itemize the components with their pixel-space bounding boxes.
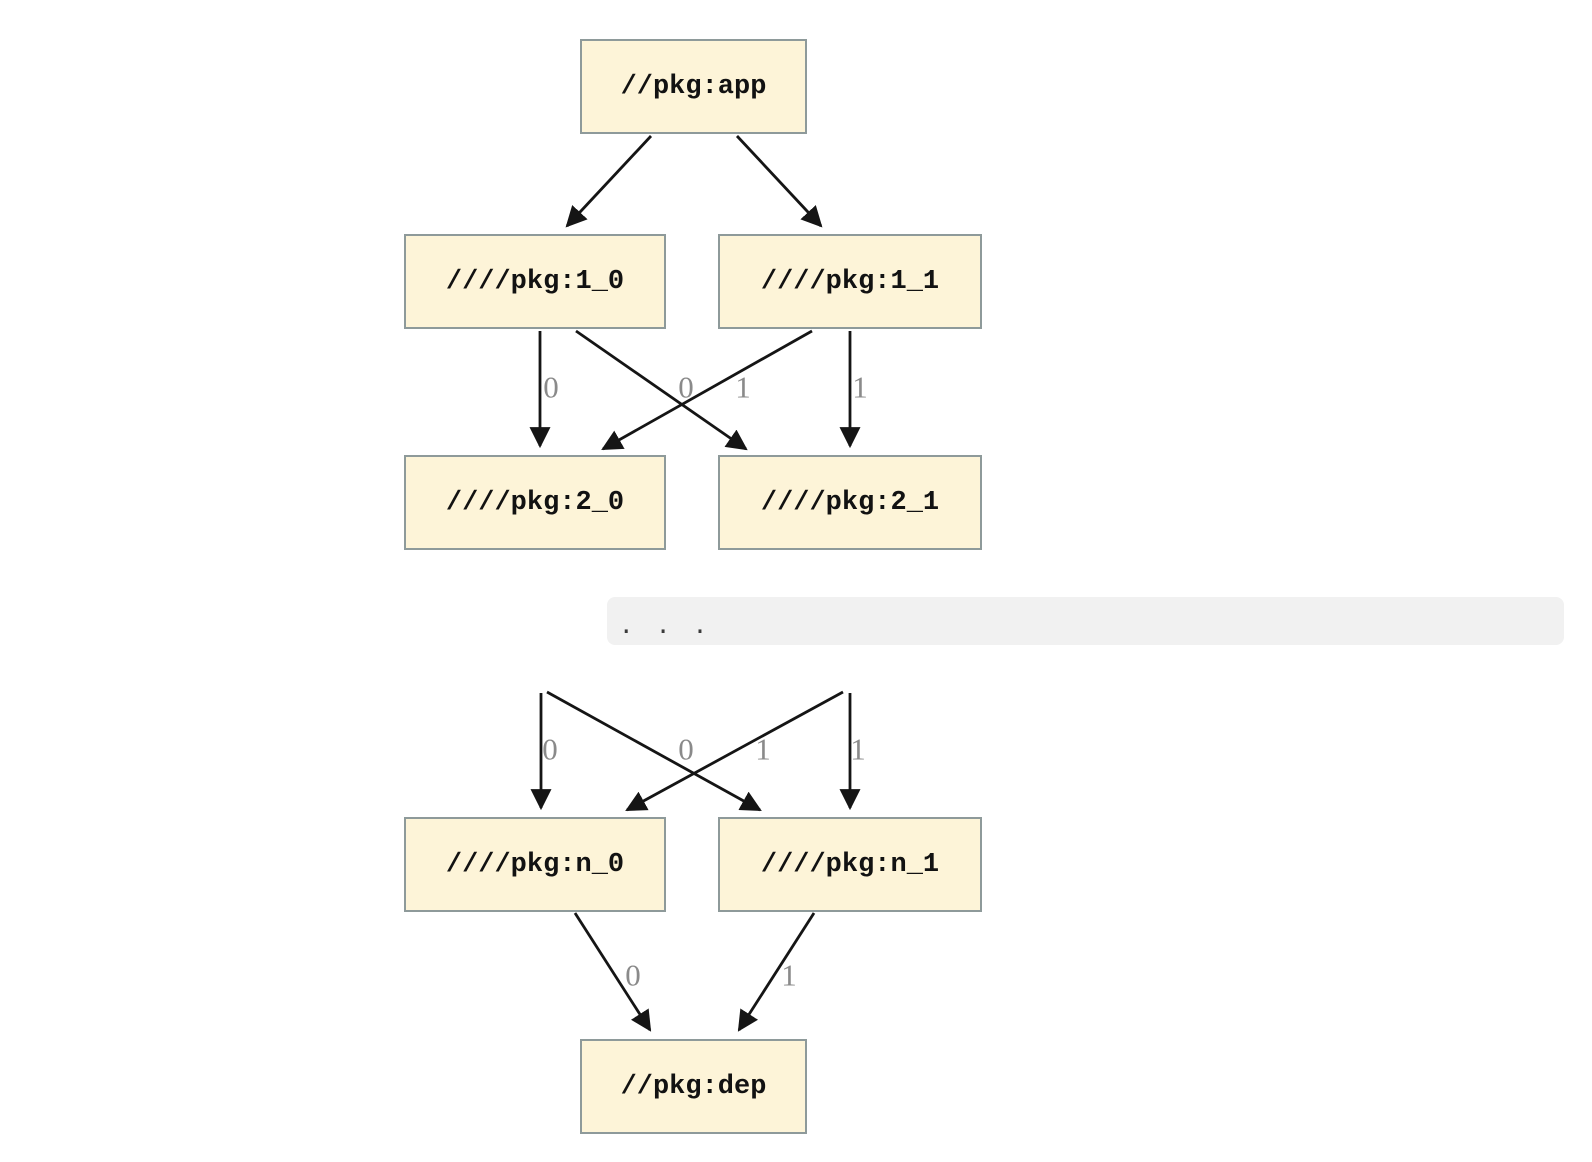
- edge-label-elided-n_1-cross: 1: [755, 731, 771, 767]
- edge-label-1_0-2_1: 1: [735, 369, 751, 405]
- node-label: //pkg:app: [620, 71, 767, 102]
- edge-app-to-1_0: [565, 135, 653, 228]
- edge-label-n_0-dep: 0: [625, 957, 641, 993]
- edge-app-to-1_1: [735, 135, 823, 228]
- edge-label-1_1-2_1: 1: [852, 369, 868, 405]
- node-label: ////pkg:2_1: [760, 487, 940, 518]
- node-pkg-app: //pkg:app: [580, 39, 807, 134]
- node-pkg-2_0: ////pkg:2_0: [404, 455, 666, 550]
- edge-label-n_1-dep: 1: [781, 957, 797, 993]
- node-pkg-2_1: ////pkg:2_1: [718, 455, 982, 550]
- edge-label-elided-n_0-straight: 0: [542, 731, 558, 767]
- node-label: //pkg:dep: [620, 1071, 767, 1102]
- node-label: ////pkg:n_0: [445, 849, 625, 880]
- edge-elided-to-n_1-cross: [546, 690, 762, 812]
- edge-n_1-to-dep: [737, 912, 816, 1032]
- node-pkg-n_1: ////pkg:n_1: [718, 817, 982, 912]
- node-label: ////pkg:1_0: [445, 266, 625, 297]
- ellipsis-text: . . .: [619, 611, 712, 639]
- node-pkg-1_1: ////pkg:1_1: [718, 234, 982, 329]
- elided-rows-code-block: . . .: [607, 597, 1564, 645]
- edge-label-elided-n_1-straight: 1: [850, 731, 866, 767]
- node-label: ////pkg:2_0: [445, 487, 625, 518]
- edge-n_0-to-dep: [573, 912, 652, 1032]
- node-label: ////pkg:n_1: [760, 849, 940, 880]
- edge-label-1_0-2_0: 0: [543, 369, 559, 405]
- node-pkg-n_0: ////pkg:n_0: [404, 817, 666, 912]
- edge-label-1_1-2_0: 0: [678, 369, 694, 405]
- node-pkg-1_0: ////pkg:1_0: [404, 234, 666, 329]
- node-label: ////pkg:1_1: [760, 266, 940, 297]
- edge-1_1-to-2_0: [601, 329, 813, 451]
- node-pkg-dep: //pkg:dep: [580, 1039, 807, 1134]
- edge-1_0-to-2_1: [575, 329, 748, 451]
- edge-elided-to-n_0-cross: [625, 690, 844, 812]
- edge-label-elided-n_0-cross: 0: [678, 731, 694, 767]
